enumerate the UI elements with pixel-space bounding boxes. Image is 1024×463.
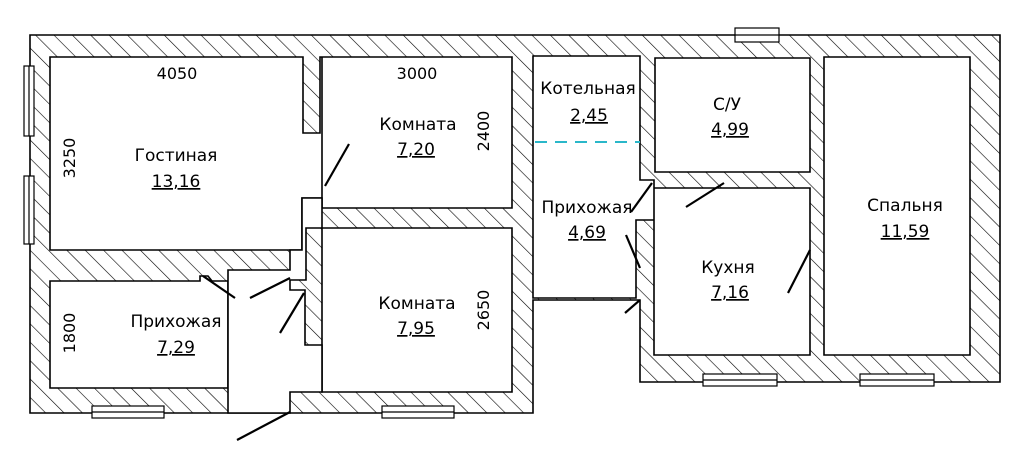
room-name-prikhozhaya-center: Прихожая bbox=[541, 198, 632, 218]
dim-komnata-bottom-height: 2650 bbox=[474, 290, 493, 331]
room-name-kukhnya: Кухня bbox=[701, 258, 755, 278]
room-area-spalnya: 11,59 bbox=[881, 222, 930, 242]
room-area-komnata-top: 7,20 bbox=[397, 140, 435, 160]
room-name-kotelnaya: Котельная bbox=[540, 79, 635, 99]
dim-komnata-top-height: 2400 bbox=[474, 111, 493, 152]
windows bbox=[23, 27, 935, 419]
room-name-prikhozhaya-left: Прихожая bbox=[130, 312, 221, 332]
dimension-labels: 4050 3000 3250 2400 2650 1800 bbox=[60, 64, 493, 353]
room-area-gostinaya: 13,16 bbox=[152, 172, 201, 192]
corridor bbox=[227, 197, 323, 414]
room-area-prikhozhaya-center: 4,69 bbox=[568, 223, 606, 243]
room-name-su: С/У bbox=[713, 95, 742, 115]
dim-prikhozhaya-height: 1800 bbox=[60, 313, 79, 354]
room-name-gostinaya: Гостиная bbox=[135, 146, 218, 166]
room-area-komnata-bottom: 7,95 bbox=[397, 319, 435, 339]
dim-gostinaya-height: 3250 bbox=[60, 138, 79, 179]
room-name-spalnya: Спальня bbox=[867, 196, 943, 216]
dim-komnata-top-width: 3000 bbox=[397, 64, 438, 83]
room-name-komnata-top: Комната bbox=[379, 115, 456, 135]
dim-gostinaya-width: 4050 bbox=[157, 64, 198, 83]
room-area-kotelnaya: 2,45 bbox=[570, 106, 608, 126]
room-area-prikhozhaya-left: 7,29 bbox=[157, 338, 195, 358]
doors bbox=[202, 143, 811, 441]
room-area-kukhnya: 7,16 bbox=[711, 283, 749, 303]
room-area-su: 4,99 bbox=[711, 120, 749, 140]
room-labels: Гостиная 13,16 Комната 7,20 Котельная 2,… bbox=[130, 79, 942, 358]
room-name-komnata-bottom: Комната bbox=[378, 294, 455, 314]
